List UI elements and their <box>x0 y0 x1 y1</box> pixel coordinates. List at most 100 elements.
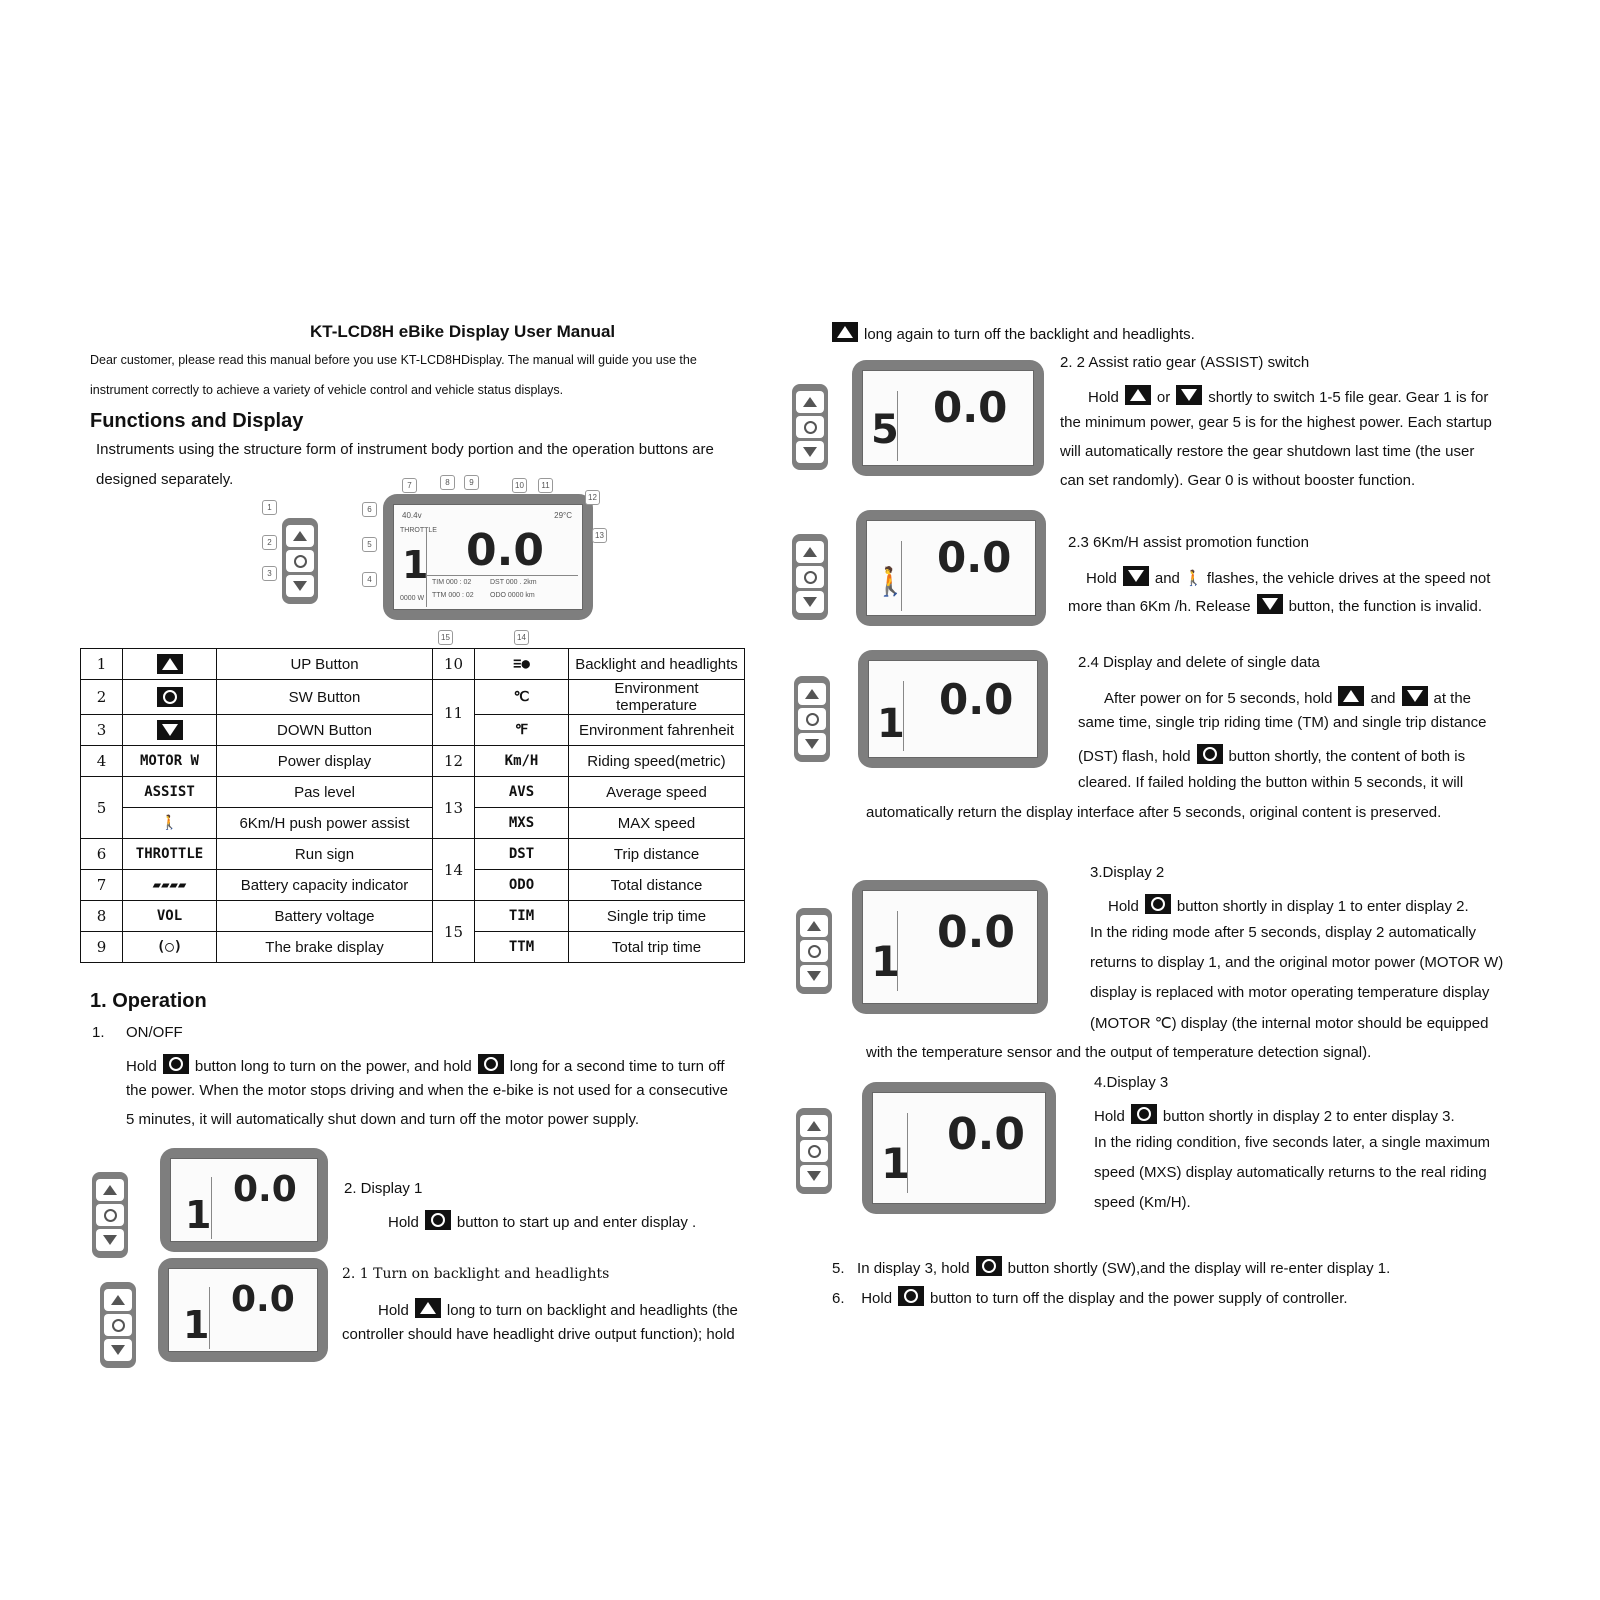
callout: 2 <box>262 535 277 550</box>
table-row: 2 SW Button 11 ℃ Environment temperature <box>80 679 745 746</box>
callout: 6 <box>362 502 377 517</box>
table-row: 3 DOWN Button ℉ Environment fahrenheit <box>80 714 745 746</box>
onoff-line2: the power. When the motor stops driving … <box>126 1082 729 1099</box>
walk-icon: 🚶 <box>1184 570 1203 587</box>
down-icon <box>1122 566 1149 586</box>
table-row: 1 UP Button 10 ≡● Backlight and headligh… <box>80 648 745 680</box>
power-icon <box>477 1054 504 1074</box>
up-icon <box>156 654 183 674</box>
callout: 10 <box>512 478 527 493</box>
s21-text: controller should have headlight drive o… <box>342 1326 735 1343</box>
button-pad <box>100 1282 136 1368</box>
table-row: 7 ▰▰▰▰ Battery capacity indicator ODO To… <box>80 869 745 901</box>
s24-text: same time, single trip riding time (TM) … <box>1078 714 1487 731</box>
r-top-text: long again to turn off the backlight and… <box>832 322 1195 343</box>
operation-heading: 1. Operation <box>90 990 207 1012</box>
s22-text: can set randomly). Gear 0 is without boo… <box>1060 472 1416 489</box>
callout: 3 <box>262 566 277 581</box>
callout: 4 <box>362 572 377 587</box>
s4-text: speed (Km/H). <box>1094 1194 1191 1211</box>
headlight-icon: ≡● <box>474 648 569 680</box>
down-icon <box>1256 594 1283 614</box>
callout: 15 <box>438 630 453 645</box>
down-icon <box>96 1229 124 1251</box>
s22-text: will automatically restore the gear shut… <box>1060 443 1475 460</box>
callout: 13 <box>592 528 607 543</box>
power-icon <box>975 1256 1002 1276</box>
callout: 12 <box>585 490 600 505</box>
s3-text: with the temperature sensor and the outp… <box>866 1044 1372 1061</box>
legend-table: 1 UP Button 10 ≡● Backlight and headligh… <box>80 648 745 963</box>
battery-icon: ▰▰▰▰ <box>122 869 217 901</box>
s3-text: display is replaced with motor operating… <box>1090 984 1490 1001</box>
down-icon <box>156 720 183 740</box>
onoff-title: ON/OFF <box>126 1024 183 1041</box>
functions-text: designed separately. <box>96 471 234 488</box>
power-icon <box>162 1054 189 1074</box>
s21-title: 2. 1 Turn on backlight and headlights <box>342 1266 610 1282</box>
s3-text: In the riding mode after 5 seconds, disp… <box>1090 924 1477 941</box>
lcd-tim: TIM 000 : 02 <box>432 579 472 586</box>
s3-text: (MOTOR ℃) display (the internal motor sh… <box>1090 1015 1489 1032</box>
up-icon <box>96 1179 124 1201</box>
up-icon <box>286 525 314 547</box>
s3-text: returns to display 1, and the original m… <box>1090 954 1504 971</box>
s24-text: cleared. If failed holding the button wi… <box>1078 774 1464 791</box>
intro-text: instrument correctly to achieve a variet… <box>90 383 564 397</box>
button-pad <box>792 384 828 470</box>
down-icon <box>104 1339 132 1361</box>
power-icon <box>898 1286 925 1306</box>
onoff-number: 1. <box>92 1024 105 1041</box>
onoff-line3: 5 minutes, it will automatically shut do… <box>126 1111 640 1128</box>
lcd-throttle: THROTTLE <box>400 527 437 534</box>
brake-icon: (◯) <box>122 931 217 963</box>
walk-icon: 🚶 <box>122 807 217 839</box>
down-icon <box>1401 686 1428 706</box>
s23-title: 2.3 6Km/H assist promotion function <box>1068 534 1309 551</box>
callout: 14 <box>514 630 529 645</box>
callout: 11 <box>538 478 553 493</box>
power-icon <box>96 1204 124 1226</box>
power-icon <box>104 1314 132 1336</box>
table-row: 8 VOL Battery voltage 15 TIM Single trip… <box>80 900 745 963</box>
lcd-gear: 1 <box>402 543 429 587</box>
s3-title: 3.Display 2 <box>1090 864 1165 881</box>
power-icon <box>156 687 183 707</box>
lcd-illustration: 🚶0.0 <box>856 510 1046 626</box>
button-pad <box>796 1108 832 1194</box>
button-pad <box>92 1172 128 1258</box>
up-icon <box>1124 385 1151 405</box>
functions-text: Instruments using the structure form of … <box>96 441 714 458</box>
callout: 1 <box>262 500 277 515</box>
button-pad <box>796 908 832 994</box>
callout: 5 <box>362 537 377 552</box>
power-icon <box>286 550 314 572</box>
lcd-odo: ODO 0000 km <box>490 592 535 599</box>
functions-heading: Functions and Display <box>90 410 304 432</box>
intro-text: Dear customer, please read this manual b… <box>90 353 697 367</box>
lcd-speed: 0.0 <box>466 525 544 576</box>
callout: 9 <box>464 475 479 490</box>
s4-text: In the riding condition, five seconds la… <box>1094 1134 1491 1151</box>
walk-icon: 🚶 <box>873 565 908 598</box>
button-pad <box>282 518 318 604</box>
s4-title: 4.Display 3 <box>1094 1074 1169 1091</box>
button-pad <box>794 676 830 762</box>
s24-title: 2.4 Display and delete of single data <box>1078 654 1320 671</box>
lcd-voltage: 40.4v <box>402 511 422 520</box>
display1-title: 2. Display 1 <box>344 1180 423 1197</box>
table-row: 5 ASSIST Pas level 13 AVS Average speed <box>80 776 745 839</box>
